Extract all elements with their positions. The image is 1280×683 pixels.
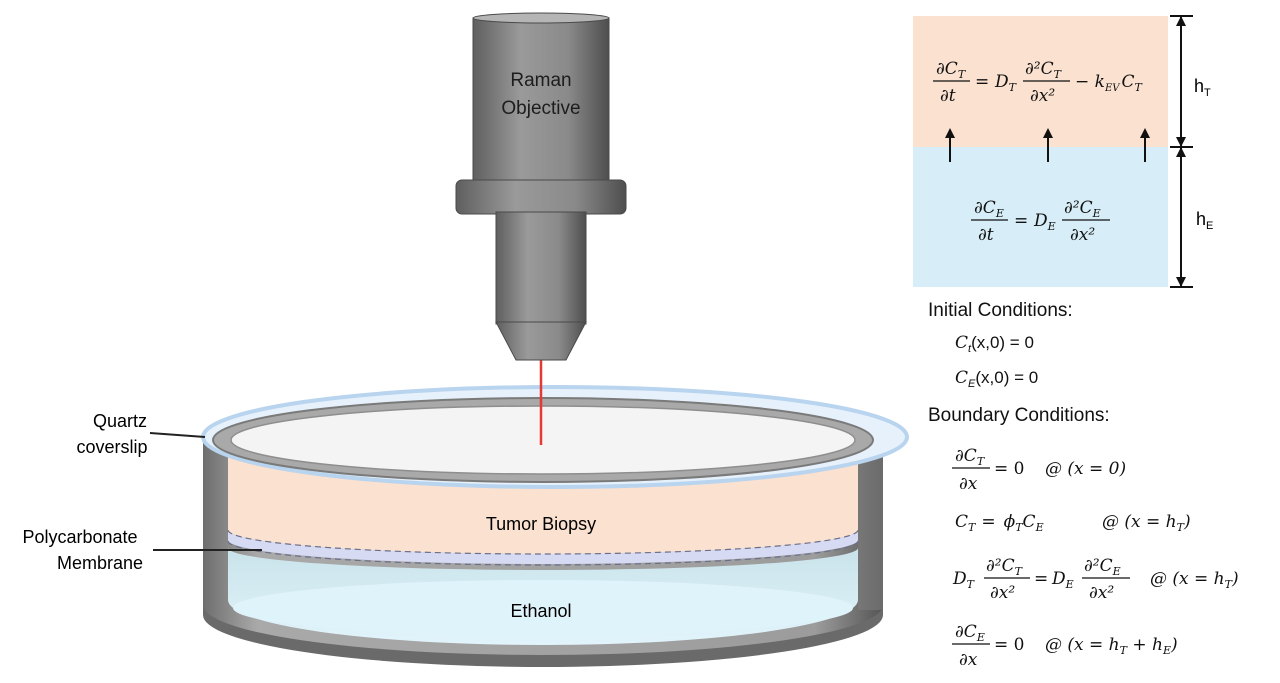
objective-top <box>472 12 610 24</box>
boundary-condition-2: CT=ϕTCE @ (x = hT) <box>955 512 1191 534</box>
coverslip-label-line1: Quartz <box>93 411 147 431</box>
flux-arrows <box>945 128 1150 162</box>
objective-tip <box>495 321 587 361</box>
conditions: Initial Conditions: Ct(x,0) = 0 CE(x,0) … <box>928 300 1239 670</box>
svg-text:∂t: ∂t <box>940 86 956 106</box>
dish <box>201 385 909 667</box>
svg-text:∂x²: ∂x² <box>1030 86 1055 106</box>
svg-text:∂t: ∂t <box>978 225 994 245</box>
membrane-dash-bottom <box>227 540 859 566</box>
svg-text:@ (x = hT + hE): @ (x = hT + hE) <box>1045 635 1178 657</box>
initial-condition-2: CE(x,0) = 0 <box>955 368 1038 390</box>
svg-text:∂x²: ∂x² <box>1070 225 1095 245</box>
thickness-dimensions <box>1170 15 1193 288</box>
svg-text:CT=ϕTCE: CT=ϕTCE <box>955 512 1044 534</box>
svg-text:∂²CT: ∂²CT <box>986 556 1024 578</box>
objective-label-line2: Objective <box>501 98 580 119</box>
coverslip-label-line2: coverslip <box>76 437 147 457</box>
svg-text:DT: DT <box>994 72 1018 94</box>
ethanol-label: Ethanol <box>510 601 571 621</box>
initial-condition-1: Ct(x,0) = 0 <box>955 333 1034 355</box>
svg-text:=: = <box>1014 211 1028 231</box>
svg-text:∂CE: ∂CE <box>974 198 1004 220</box>
svg-text:∂x²: ∂x² <box>990 583 1015 603</box>
dish-inner-wall <box>858 440 883 610</box>
coverslip-surface <box>230 405 856 475</box>
objective-barrel <box>495 211 587 325</box>
svg-text:@ (x = hT): @ (x = hT) <box>1102 512 1191 534</box>
ethanol-surface <box>233 580 853 636</box>
membrane-label-line1: Polycarbonate <box>22 527 137 547</box>
boundary-conditions-title: Boundary Conditions: <box>928 405 1110 426</box>
svg-text:∂CT: ∂CT <box>955 446 986 468</box>
membrane-dash-top <box>227 529 859 555</box>
initial-conditions-title: Initial Conditions: <box>928 300 1073 321</box>
raman-objective <box>455 12 627 361</box>
dish-base <box>203 605 883 667</box>
coverslip-leader <box>149 432 206 438</box>
svg-text:=: = <box>1034 569 1048 589</box>
svg-text:∂x: ∂x <box>959 474 978 494</box>
boundary-condition-1: ∂CT ∂x = 0 @ (x = 0) <box>952 446 1126 494</box>
svg-text:∂x²: ∂x² <box>1089 583 1114 603</box>
svg-text:∂²CE: ∂²CE <box>1064 198 1101 220</box>
svg-text:∂²CE: ∂²CE <box>1084 556 1121 578</box>
boundary-condition-3: DT ∂²CT ∂x² = DE ∂²CE ∂x² @ (x = hT) <box>952 556 1239 603</box>
objective-body <box>472 17 610 189</box>
objective-collar <box>455 179 627 215</box>
svg-text:DT: DT <box>952 569 976 591</box>
ethanol-diffusion-equation: ∂CE ∂t = DE ∂²CE ∂x² <box>971 198 1110 245</box>
ethanol-region <box>913 147 1168 287</box>
svg-text:∂CT: ∂CT <box>936 59 967 81</box>
svg-text:= 0: = 0 <box>994 459 1024 479</box>
svg-text:∂²CT: ∂²CT <box>1025 59 1063 81</box>
svg-text:= 0: = 0 <box>994 635 1024 655</box>
svg-text:@ (x = 0): @ (x = 0) <box>1045 459 1126 479</box>
svg-text:@ (x = hT): @ (x = hT) <box>1150 569 1239 591</box>
svg-text:DE: DE <box>1051 569 1074 591</box>
polycarbonate-membrane <box>228 530 858 564</box>
svg-text:DE: DE <box>1033 211 1056 233</box>
h-t-label: hT <box>1194 76 1211 99</box>
tumor-biopsy-label: Tumor Biopsy <box>486 514 596 534</box>
membrane-label-line2: Membrane <box>57 553 143 573</box>
svg-text:=: = <box>975 72 989 92</box>
svg-text:∂x: ∂x <box>959 650 978 670</box>
h-e-label: hE <box>1196 209 1213 232</box>
boundary-condition-4: ∂CE ∂x = 0 @ (x = hT + hE) <box>952 622 1178 670</box>
svg-text:∂CE: ∂CE <box>955 622 985 644</box>
objective-label-line1: Raman <box>510 70 571 91</box>
